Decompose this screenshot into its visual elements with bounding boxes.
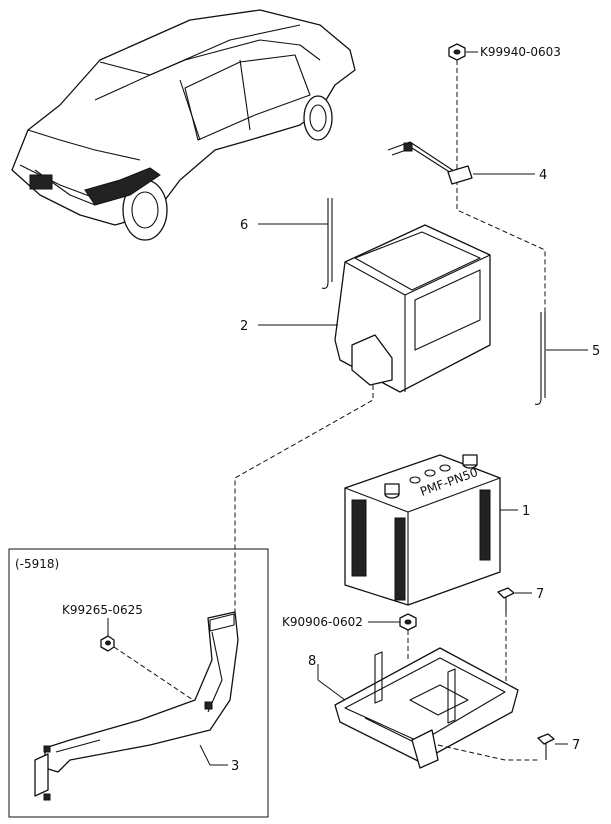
battery-part: PMF-PN50 [344, 454, 501, 606]
callout-7b: 7 [572, 738, 580, 753]
hold-down-rod-left-part [321, 198, 333, 289]
callout-8: 8 [308, 654, 316, 669]
hold-down-rod-right-part [534, 312, 546, 405]
part-number-k99265: K99265-0625 [62, 603, 143, 617]
callout-7a: 7 [536, 587, 544, 602]
vehicle-illustration [11, 9, 356, 241]
callout-4: 4 [539, 168, 547, 183]
air-duct-part [34, 611, 239, 801]
battery-clamp-part [387, 141, 473, 185]
nut-k99940-part [448, 43, 466, 61]
callout-1: 1 [522, 504, 530, 519]
inset-label: (-5918) [15, 557, 59, 571]
bolt-7b-part [537, 733, 555, 760]
callout-2: 2 [240, 319, 248, 334]
inset-frame [8, 548, 269, 818]
nut-k99265-part [100, 635, 115, 652]
callout-6: 6 [240, 218, 248, 233]
battery-cover-part [334, 224, 491, 393]
bolt-7a-part [497, 587, 515, 612]
callout-3: 3 [231, 759, 239, 774]
battery-tray-part [334, 647, 519, 769]
nut-k90906-part [399, 613, 417, 631]
callout-5: 5 [592, 344, 600, 359]
part-number-k90906: K90906-0602 [282, 615, 363, 629]
part-number-k99940: K99940-0603 [480, 45, 561, 59]
